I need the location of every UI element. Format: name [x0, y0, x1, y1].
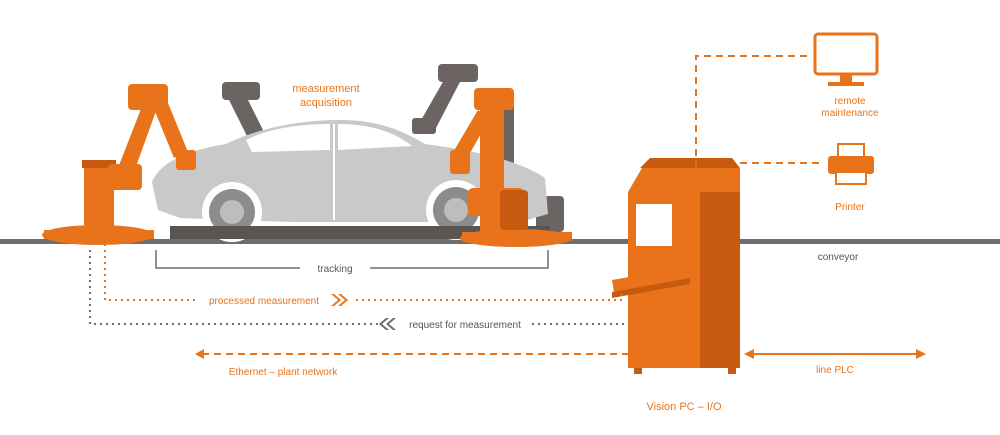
remote-maintenance-label-line1: remote — [834, 96, 866, 107]
tracking-bracket — [155, 250, 549, 269]
link-to-remote — [695, 55, 810, 168]
conveyor-label: conveyor — [818, 252, 859, 263]
vision-pc-label: Vision PC – I/O — [647, 401, 722, 413]
measurement-label-line2: acquisition — [300, 97, 352, 109]
request-measurement-line — [89, 250, 628, 325]
car — [152, 120, 548, 242]
processed-measurement-line — [104, 244, 623, 301]
remote-maintenance-label-line2: maintenance — [821, 108, 879, 119]
orange-robot-left — [42, 84, 196, 245]
arrow-right-icon — [916, 349, 926, 359]
vision-pc-cabinet — [612, 158, 740, 374]
double-chevron-left-icon — [379, 318, 396, 330]
processed-measurement-label: processed measurement — [209, 296, 319, 307]
arrow-left-icon — [744, 349, 754, 359]
printer-label: Printer — [835, 202, 865, 213]
ethernet-label: Ethernet – plant network — [229, 367, 338, 378]
line-plc-label: line PLC — [816, 365, 854, 376]
arrow-left-icon — [195, 349, 204, 359]
car-carrier — [170, 226, 550, 239]
request-for-measurement-label: request for measurement — [409, 320, 521, 331]
tracking-label: tracking — [317, 264, 352, 275]
double-chevron-right-icon — [331, 294, 348, 306]
monitor-icon — [813, 32, 879, 86]
printer-icon — [828, 143, 874, 185]
measurement-label-line1: measurement — [292, 83, 359, 95]
orange-robot-right — [450, 88, 572, 247]
